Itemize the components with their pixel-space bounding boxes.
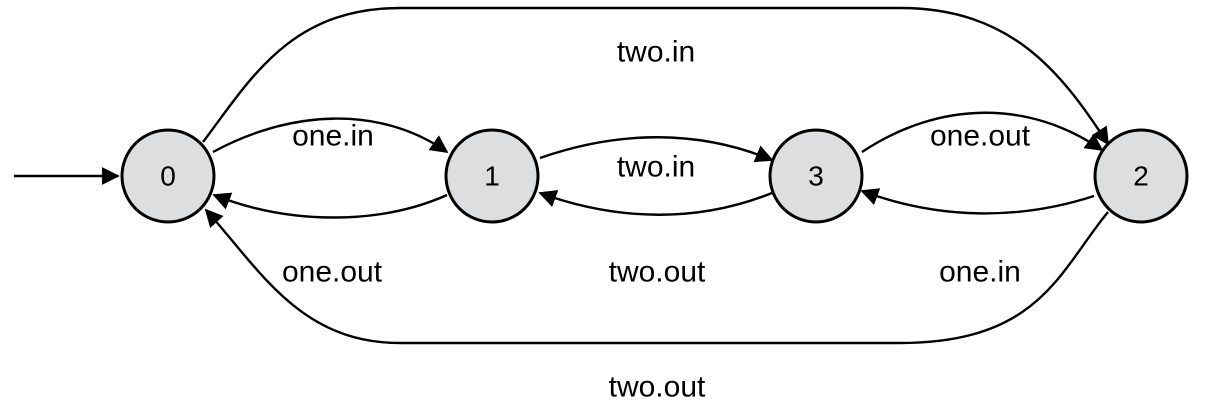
edge-label-2-to-0: two.out bbox=[609, 371, 706, 404]
edge-1-to-0 bbox=[212, 192, 448, 219]
state-label: 1 bbox=[484, 161, 500, 192]
edge-0-to-1 bbox=[212, 117, 449, 154]
edge-0-to-2 bbox=[202, 6, 1110, 146]
edge-label-1-to-3: two.in bbox=[617, 151, 695, 184]
state-label: 2 bbox=[1133, 161, 1149, 192]
state-node-3: 3 bbox=[768, 128, 864, 224]
edge-label-2-to-3: one.in bbox=[939, 256, 1021, 289]
edge-2-to-0 bbox=[204, 208, 1109, 345]
state-node-1: 1 bbox=[444, 128, 540, 224]
state-node-0: 0 bbox=[120, 128, 216, 224]
edge-2-to-3 bbox=[860, 188, 1095, 215]
edge-1-to-3 bbox=[539, 136, 774, 163]
edge-label-3-to-2: one.out bbox=[930, 120, 1031, 153]
edge-3-to-1 bbox=[538, 190, 773, 216]
edge-label-0-to-2: two.in bbox=[617, 36, 695, 69]
state-label: 3 bbox=[808, 161, 824, 192]
edge-label-0-to-1: one.in bbox=[292, 120, 374, 153]
edge-label-1-to-0: one.out bbox=[282, 256, 383, 289]
state-label: 0 bbox=[160, 161, 176, 192]
edge-3-to-2 bbox=[861, 111, 1104, 153]
state-node-2: 2 bbox=[1093, 128, 1189, 224]
edge-label-3-to-1: two.out bbox=[609, 256, 706, 289]
